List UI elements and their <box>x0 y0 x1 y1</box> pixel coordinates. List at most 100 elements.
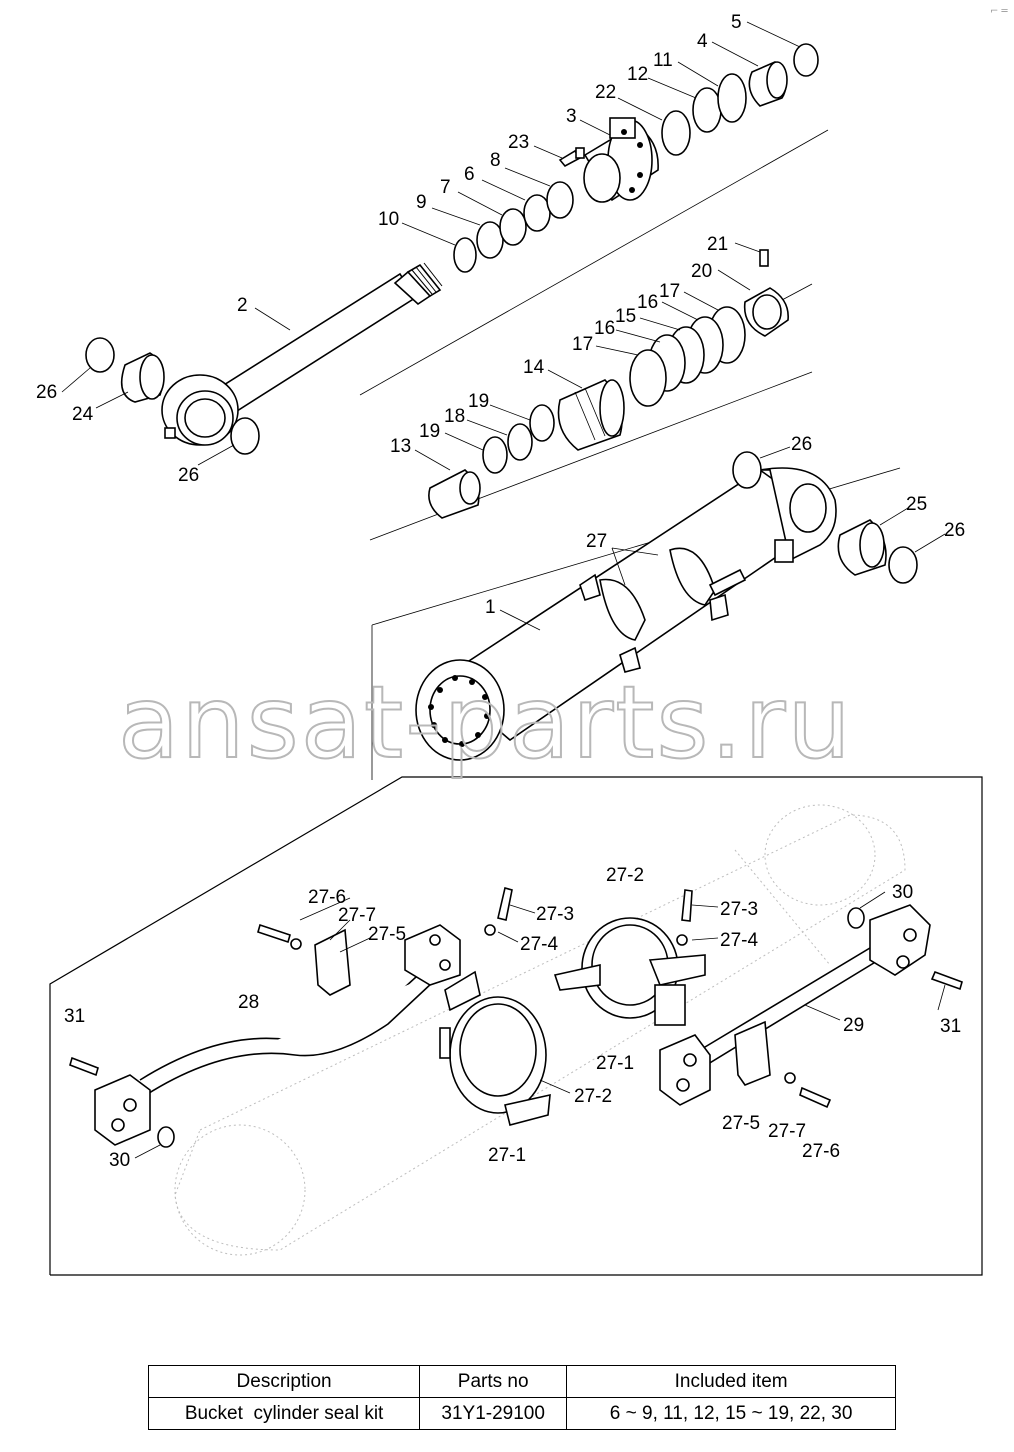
callout-22: 22 <box>595 82 616 103</box>
ring-19a <box>482 436 508 474</box>
callout-28: 28 <box>238 992 259 1013</box>
bushing-4 <box>748 61 788 107</box>
ring-22 <box>661 110 691 156</box>
callout-27-2-top: 27-2 <box>606 865 644 886</box>
callout-27-2-bottom: 27-2 <box>574 1086 612 1107</box>
callout-27: 27 <box>586 531 607 552</box>
pipe-29 <box>659 904 931 1106</box>
callout-27-1-right: 27-1 <box>596 1053 634 1074</box>
callout-27-5-left: 27-5 <box>368 924 406 945</box>
callout-25: 25 <box>906 494 927 515</box>
ring-26d <box>888 546 918 584</box>
callout-14: 14 <box>523 357 545 378</box>
callout-6: 6 <box>464 164 475 185</box>
callout-20: 20 <box>691 261 712 282</box>
callout-30-left: 30 <box>109 1150 130 1171</box>
collar-13 <box>428 469 481 519</box>
table-row: Bucket cylinder seal kit 31Y1-29100 6 ~ … <box>147 1397 896 1430</box>
ring-19b <box>529 404 555 442</box>
callout-21: 21 <box>707 234 728 255</box>
callout-3: 3 <box>566 106 577 127</box>
callout-26-d: 26 <box>944 520 965 541</box>
callout-27-4-right: 27-4 <box>720 930 758 951</box>
bushing-25 <box>837 519 887 576</box>
callout-26-c: 26 <box>791 434 812 455</box>
callout-12: 12 <box>627 64 648 85</box>
piston-14 <box>557 379 625 451</box>
bolt-23 <box>558 147 585 168</box>
watermark: ansat-parts.ru <box>118 664 853 781</box>
cell-description: Bucket cylinder seal kit <box>147 1397 421 1430</box>
callout-7: 7 <box>440 177 451 198</box>
callout-26-a: 26 <box>36 382 57 403</box>
callout-16-upper: 16 <box>637 292 658 313</box>
callout-30-right: 30 <box>892 882 913 903</box>
ring-26a <box>85 337 115 373</box>
callout-23: 23 <box>508 132 529 153</box>
piston-rod-assembly <box>161 262 443 446</box>
ring-11 <box>717 73 747 123</box>
column-header-included-item: Included item <box>566 1365 896 1398</box>
callout-27-7-left: 27-7 <box>338 905 376 926</box>
column-header-parts-no: Parts no <box>419 1365 568 1398</box>
callout-27-3-left: 27-3 <box>536 904 574 925</box>
nut-20 <box>743 287 789 337</box>
ghost-cylinder <box>174 804 906 1256</box>
callout-4: 4 <box>697 31 708 52</box>
callout-27-1-bottom: 27-1 <box>488 1145 526 1166</box>
o-ring-30a <box>847 907 865 929</box>
callout-10: 10 <box>378 209 399 230</box>
ring-5 <box>793 43 819 77</box>
callout-labels: 5 4 11 12 22 3 23 8 6 7 9 10 21 20 17 16… <box>36 12 965 1171</box>
callout-8: 8 <box>490 150 501 171</box>
callout-5: 5 <box>731 12 742 33</box>
callout-9: 9 <box>416 192 427 213</box>
bolts-washers <box>69 886 963 1109</box>
cell-parts-no: 31Y1-29100 <box>419 1397 568 1430</box>
ring-26b <box>230 417 260 455</box>
callout-19-upper: 19 <box>468 391 489 412</box>
seal-rings-top <box>453 181 574 273</box>
clamp-27-2-right <box>553 917 706 1026</box>
bushing-24 <box>120 352 165 403</box>
piston-rings <box>629 306 746 407</box>
callout-27-6-left: 27-6 <box>308 887 346 908</box>
callout-13: 13 <box>390 436 411 457</box>
callout-17-lower: 17 <box>572 334 593 355</box>
table-header-row: Description Parts no Included item <box>147 1365 896 1398</box>
callout-27-6-right: 27-6 <box>802 1141 840 1162</box>
callout-27-4-left: 27-4 <box>520 934 558 955</box>
callout-31-right: 31 <box>940 1016 961 1037</box>
corner-mark: ⌐ ═ <box>990 6 1009 17</box>
column-header-description: Description <box>147 1365 421 1398</box>
callout-27-3-right: 27-3 <box>720 899 758 920</box>
set-screw-21 <box>759 249 769 267</box>
callout-15: 15 <box>615 306 636 327</box>
callout-29: 29 <box>843 1015 864 1036</box>
bracket-27-5 <box>314 928 771 1086</box>
cell-included-item: 6 ~ 9, 11, 12, 15 ~ 19, 22, 30 <box>566 1397 896 1430</box>
leader-lines <box>61 21 946 1159</box>
callout-31-left: 31 <box>64 1006 85 1027</box>
callout-27-5-right: 27-5 <box>722 1113 760 1134</box>
ring-12 <box>692 87 722 133</box>
callout-16-lower: 16 <box>594 318 615 339</box>
callout-26-b: 26 <box>178 465 199 486</box>
ring-26c <box>732 451 762 489</box>
o-ring-30b <box>157 1126 175 1148</box>
rod-cover-3 <box>583 117 659 203</box>
callout-24: 24 <box>72 404 94 425</box>
callout-11: 11 <box>653 50 673 71</box>
callout-18: 18 <box>444 406 465 427</box>
detail-view-frame <box>49 776 983 1276</box>
callout-1: 1 <box>485 597 496 618</box>
pipe-28 <box>94 924 461 1146</box>
callout-19-lower: 19 <box>419 421 440 442</box>
callout-2: 2 <box>237 295 248 316</box>
callout-27-7-right: 27-7 <box>768 1121 806 1142</box>
clamp-27-2-left <box>439 970 551 1126</box>
seal-kit-table: Description Parts no Included item Bucke… <box>147 1365 896 1430</box>
cylinder-tube-1 <box>415 467 837 761</box>
callout-17-upper: 17 <box>659 281 680 302</box>
